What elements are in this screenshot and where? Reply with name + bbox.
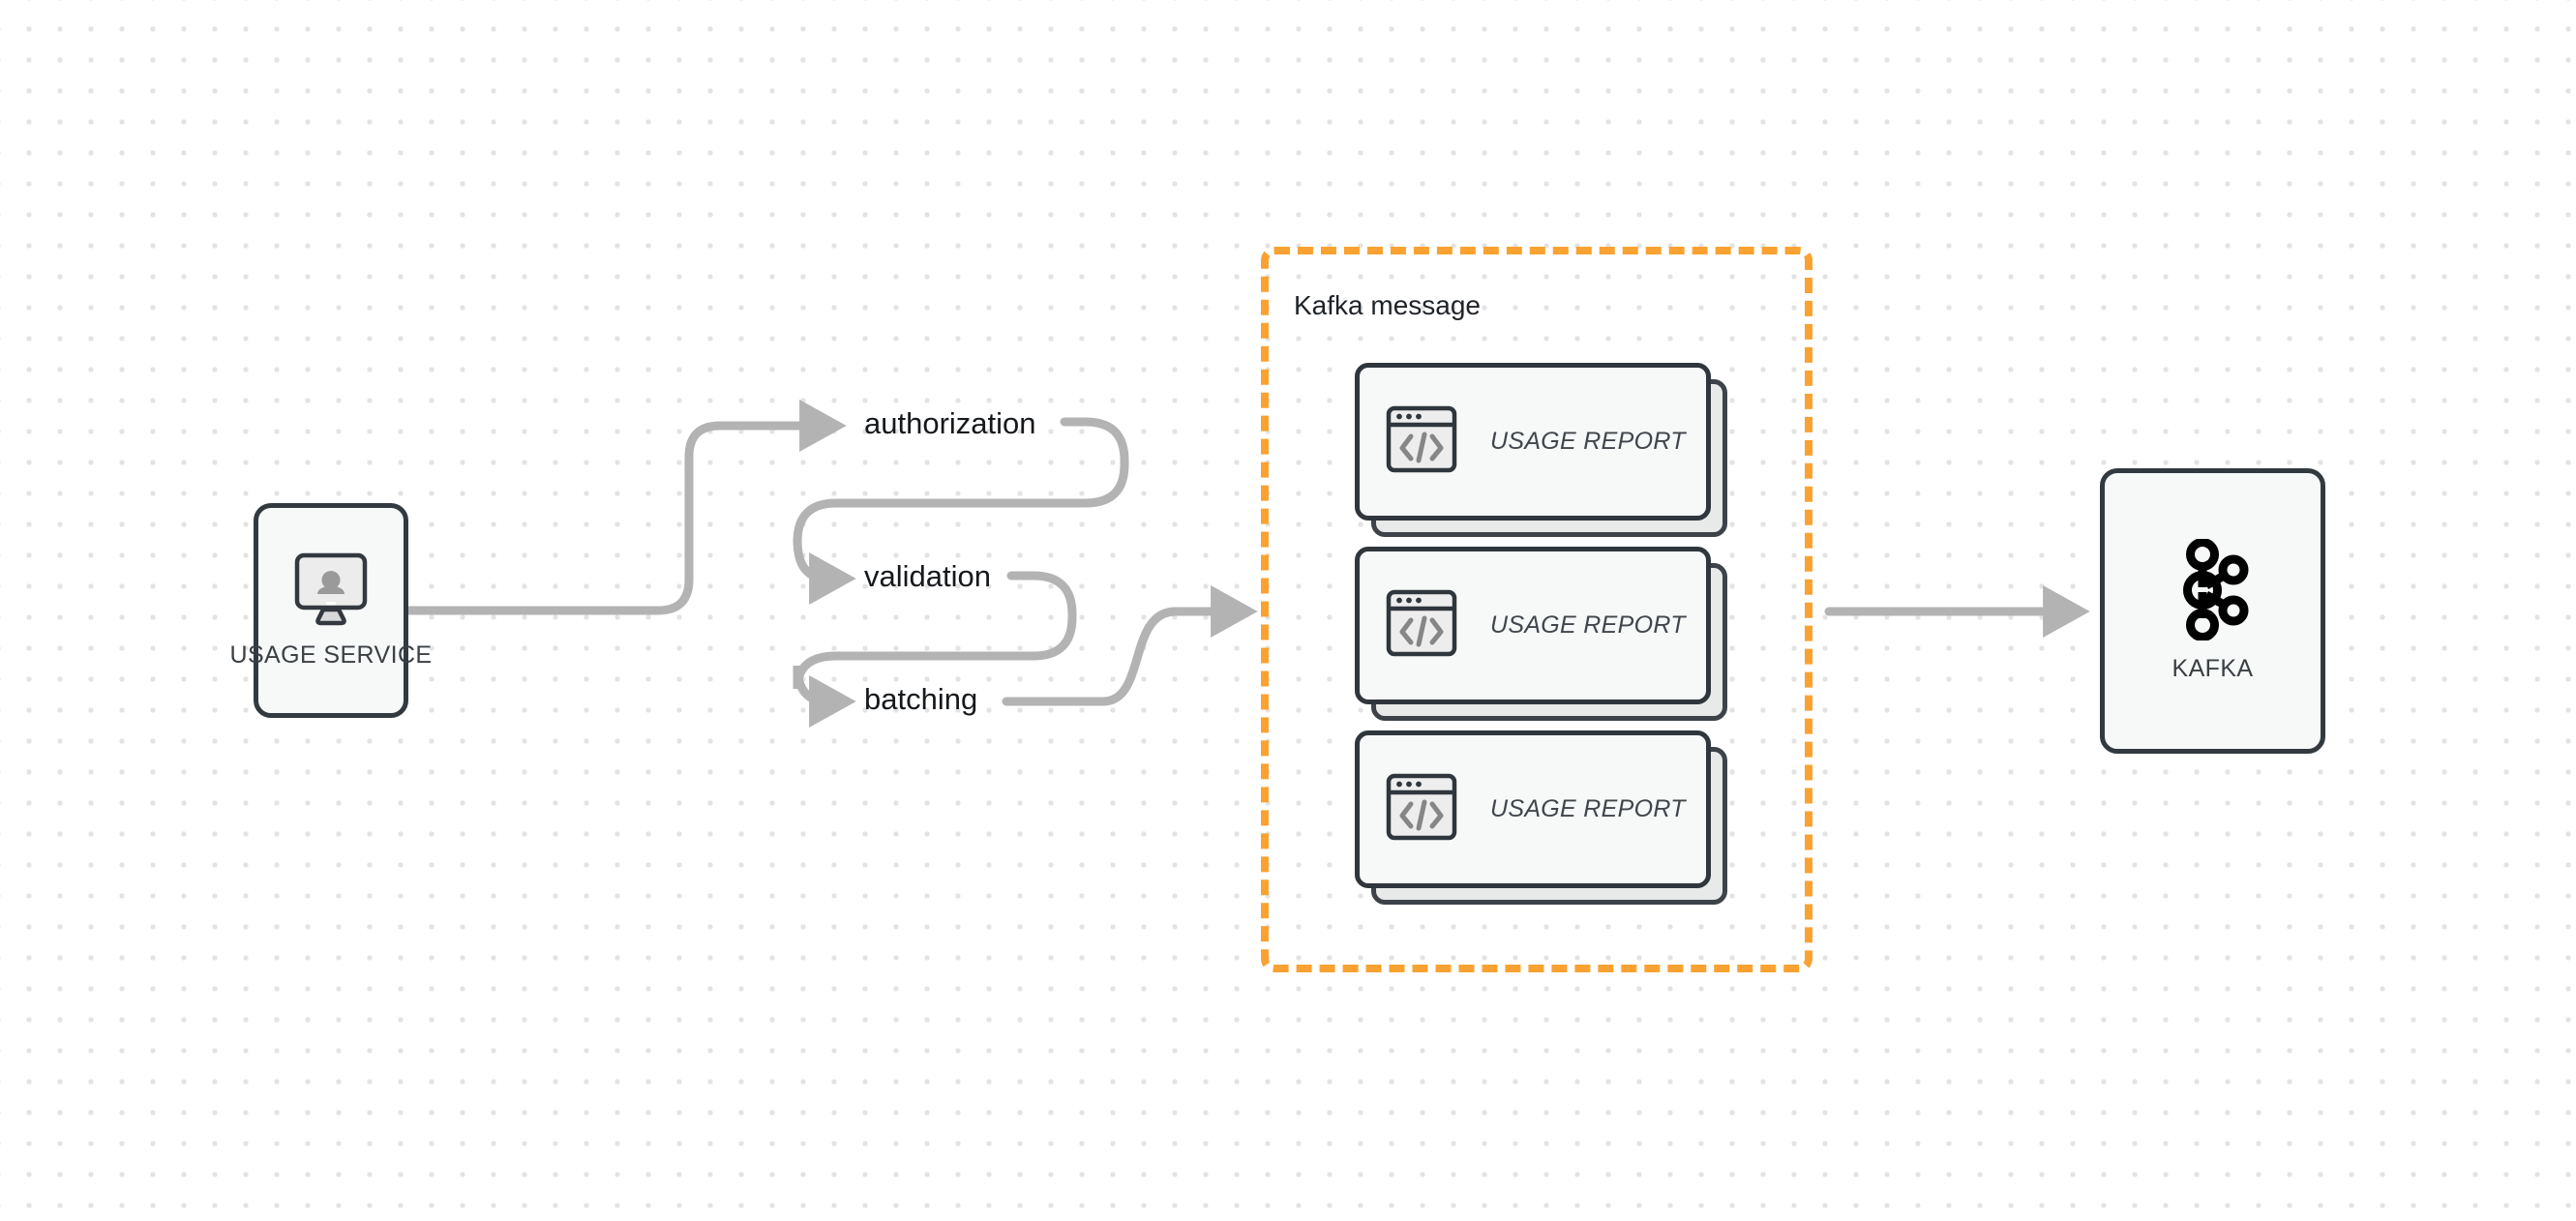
card-front[interactable]: USAGE REPORT xyxy=(1355,730,1711,888)
connector-authorization-to-validation xyxy=(793,417,1129,605)
usage-report-card-2[interactable]: USAGE REPORT xyxy=(1355,547,1727,721)
monitor-user-icon xyxy=(291,551,371,632)
usage-report-card-label: USAGE REPORT xyxy=(1490,611,1686,639)
node-usage-service[interactable]: USAGE SERVICE xyxy=(230,503,432,718)
stage-label-validation[interactable]: validation xyxy=(864,559,991,593)
stage-label-authorization[interactable]: authorization xyxy=(864,406,1036,440)
usage-report-card-label: USAGE REPORT xyxy=(1490,428,1686,455)
usage-report-card-3[interactable]: USAGE REPORT xyxy=(1355,730,1727,905)
usage-report-card-1[interactable]: USAGE REPORT xyxy=(1355,363,1727,537)
usage-report-card-label: USAGE REPORT xyxy=(1490,795,1686,822)
card-front[interactable]: USAGE REPORT xyxy=(1355,547,1711,704)
node-kafka-label: KAFKA xyxy=(2172,655,2254,682)
code-window-icon xyxy=(1386,773,1457,846)
kafka-logo-icon xyxy=(2174,538,2252,645)
stage-label-batching[interactable]: batching xyxy=(864,682,978,716)
code-window-icon xyxy=(1386,405,1457,478)
group-kafka-message[interactable] xyxy=(1261,247,1812,972)
card-front[interactable]: USAGE REPORT xyxy=(1355,363,1711,521)
group-kafka-message-title: Kafka message xyxy=(1294,290,1481,320)
code-window-icon xyxy=(1386,589,1457,662)
node-kafka[interactable]: KAFKA xyxy=(2100,468,2325,754)
connector-usage-service-to-authorization xyxy=(404,400,847,615)
connector-batching-to-kafka-message xyxy=(1002,585,1258,706)
node-usage-service-label: USAGE SERVICE xyxy=(229,641,433,669)
